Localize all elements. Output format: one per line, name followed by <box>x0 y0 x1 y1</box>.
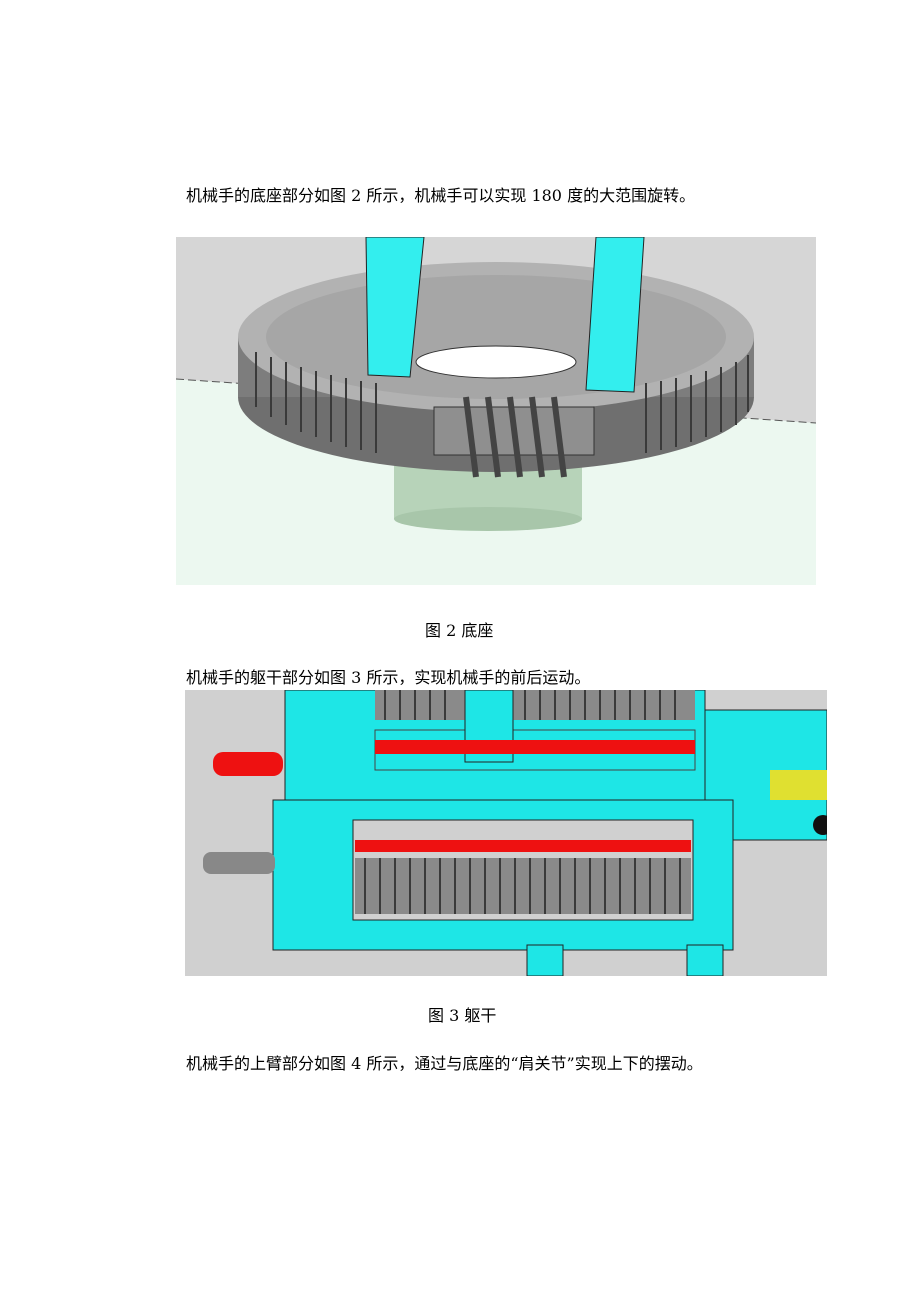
paragraph-upper-arm-intro: 机械手的上臂部分如图 4 所示，通过与底座的“肩关节”实现上下的摆动。 <box>186 1054 703 1073</box>
figure-2-base-image <box>176 237 816 585</box>
figure-3-caption: 图 3 躯干 <box>428 1006 497 1025</box>
paragraph-base-intro: 机械手的底座部分如图 2 所示，机械手可以实现 180 度的大范围旋转。 <box>186 186 696 205</box>
gear-base-illustration <box>176 237 816 585</box>
figure-2-caption: 图 2 底座 <box>425 621 494 640</box>
paragraph-torso-intro: 机械手的躯干部分如图 3 所示，实现机械手的前后运动。 <box>186 668 591 687</box>
torso-illustration <box>185 690 827 976</box>
figure-3-torso-image <box>185 690 827 976</box>
